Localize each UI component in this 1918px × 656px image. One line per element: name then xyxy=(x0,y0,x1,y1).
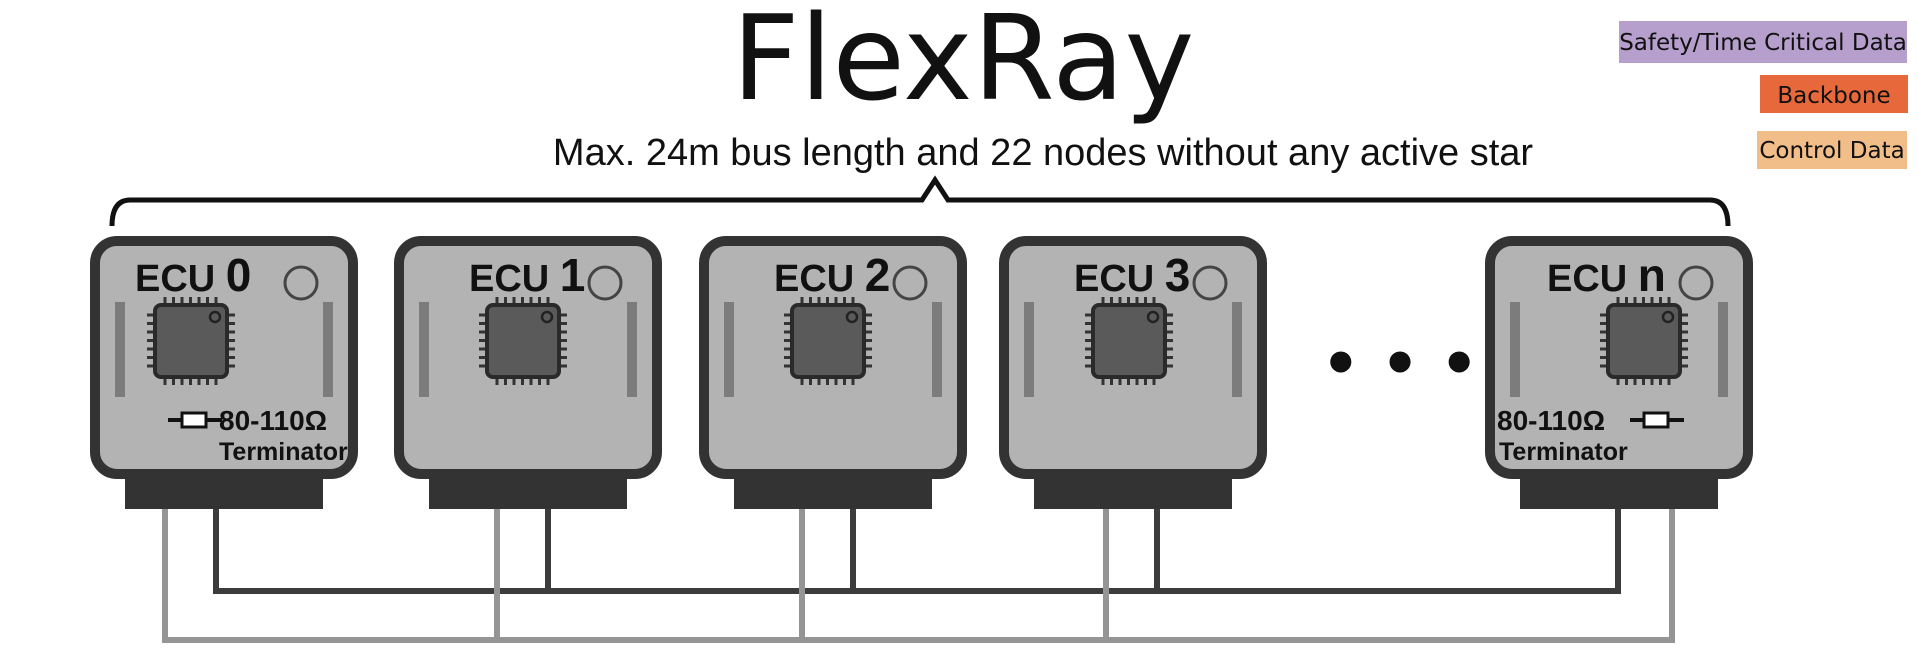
ecu-led-icon xyxy=(892,265,928,301)
legend-swatch-safety xyxy=(1619,21,1907,63)
microcontroller-chip-icon xyxy=(1085,297,1173,385)
terminator-label: Terminator xyxy=(1499,438,1628,466)
terminator-value: 80-110Ω xyxy=(1497,405,1605,436)
ecu-rib-left xyxy=(1510,302,1520,397)
ecu-rib-right xyxy=(1718,302,1728,397)
ecu-rib-left xyxy=(1024,302,1034,397)
ecu-rib-right xyxy=(932,302,942,397)
legend-item-backbone: Backbone xyxy=(1760,75,1908,113)
ecu-node-1: ECU 1 xyxy=(394,236,662,509)
bus-line-light xyxy=(162,385,1675,643)
ecu-led-icon xyxy=(1678,265,1714,301)
legend-swatch-backbone xyxy=(1760,75,1908,113)
resistor-icon xyxy=(180,411,208,429)
terminator-value: 80-110Ω xyxy=(219,405,327,436)
ecu-led-icon xyxy=(283,265,319,301)
ecu-number: 2 xyxy=(865,249,891,301)
microcontroller-chip-icon xyxy=(479,297,567,385)
ecu-label: ECU 0 xyxy=(135,249,251,301)
legend-label-safety: Safety/Time Critical Data xyxy=(1619,30,1907,56)
ecu-label: ECU n xyxy=(1547,249,1666,301)
ecu-rib-left xyxy=(115,302,125,397)
ecu-node-2: ECU 2 xyxy=(699,236,967,509)
legend-label-control: Control Data xyxy=(1759,138,1904,164)
ecu-number: 3 xyxy=(1165,249,1191,301)
diagram-title: FlexRay xyxy=(732,0,1195,127)
bus-range-brace xyxy=(109,175,1731,227)
ecu-rib-right xyxy=(323,302,333,397)
ecu-node-3: ECU 3 xyxy=(999,236,1267,509)
ecu-led-icon xyxy=(1192,265,1228,301)
microcontroller-chip-icon xyxy=(784,297,872,385)
ecu-number: 1 xyxy=(560,249,586,301)
legend: Safety/Time Critical Data Backbone Contr… xyxy=(1619,21,1908,169)
legend-swatch-control xyxy=(1757,131,1907,169)
ecu-label: ECU 3 xyxy=(1074,249,1190,301)
ecu-rib-left xyxy=(419,302,429,397)
legend-item-safety-time-critical-data: Safety/Time Critical Data xyxy=(1619,21,1907,63)
ecu-label: ECU 1 xyxy=(469,249,585,301)
ecu-number: 0 xyxy=(226,249,252,301)
ecu-ellipsis: • • • xyxy=(1322,329,1479,399)
ecu-rib-left xyxy=(724,302,734,397)
terminator-label: Terminator xyxy=(219,438,348,466)
microcontroller-chip-icon xyxy=(1600,297,1688,385)
diagram-subtitle: Max. 24m bus length and 22 nodes without… xyxy=(553,132,1533,174)
microcontroller-chip-icon xyxy=(147,297,235,385)
legend-label-backbone: Backbone xyxy=(1777,83,1890,109)
legend-item-control-data: Control Data xyxy=(1757,131,1907,169)
resistor-icon xyxy=(1642,411,1670,429)
ecu-rib-right xyxy=(1232,302,1242,397)
ecu-number: n xyxy=(1638,249,1666,301)
ecu-led-icon xyxy=(587,265,623,301)
ecu-rib-right xyxy=(627,302,637,397)
ecu-label: ECU 2 xyxy=(774,249,890,301)
